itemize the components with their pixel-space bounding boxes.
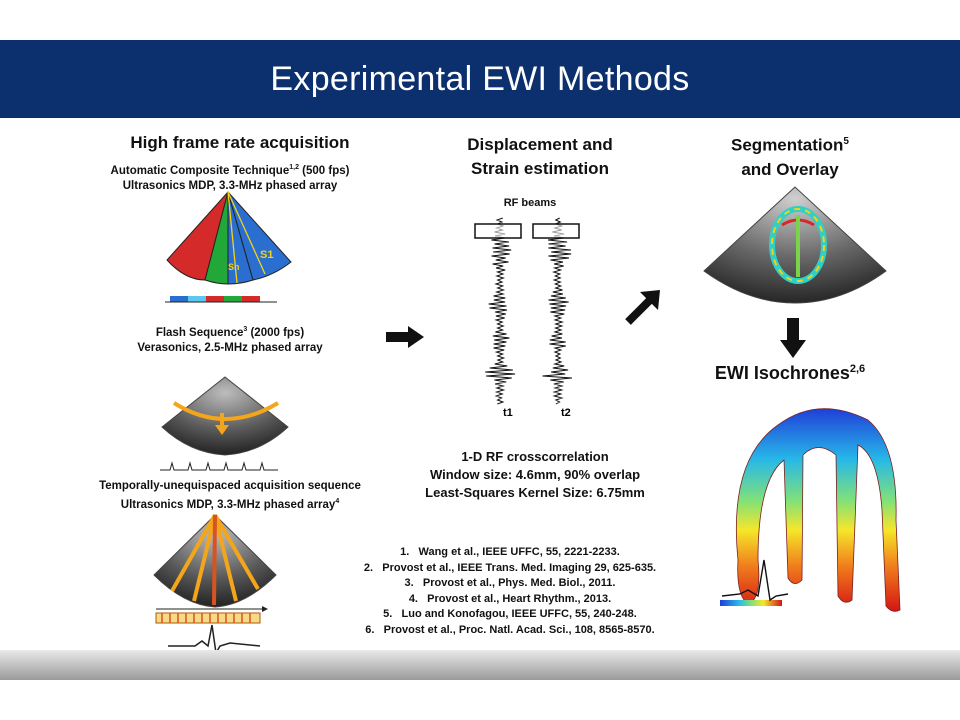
flash-fps: (2000 fps) bbox=[247, 326, 305, 339]
isochrone-ecg-trace bbox=[721, 559, 789, 602]
left-heading: High frame rate acquisition bbox=[130, 133, 350, 152]
t2-label: t2 bbox=[561, 407, 571, 419]
ref-num: 1. bbox=[400, 546, 410, 558]
timing-red bbox=[206, 296, 224, 302]
ref-text: Provost et al., Phys. Med. Biol., 2011. bbox=[422, 577, 616, 589]
flash-wavefront bbox=[172, 401, 280, 421]
flash-name: Flash Sequence bbox=[155, 326, 244, 339]
timing-red-2 bbox=[242, 296, 260, 302]
isochrones-ref: 2,6 bbox=[849, 363, 866, 375]
rf-trace-2 bbox=[542, 217, 572, 405]
isochrones-text: EWI Isochrones bbox=[714, 363, 850, 383]
rf-window-1 bbox=[474, 223, 522, 239]
ref-num: 5. bbox=[383, 608, 393, 620]
ref-num: 3. bbox=[404, 577, 414, 589]
sector-label-s1: S1 bbox=[260, 249, 273, 261]
ref-num: 6. bbox=[365, 623, 375, 636]
act-ref: 1,2 bbox=[289, 164, 299, 171]
ref-num: 2. bbox=[363, 561, 374, 574]
tues-ref: 4 bbox=[335, 498, 340, 505]
flash-arrow-head bbox=[215, 425, 229, 435]
tues-system: Ultrasonics MDP, 3.3-MHz phased array bbox=[120, 498, 336, 511]
rf-waveform bbox=[542, 217, 572, 405]
t1-label: t1 bbox=[503, 407, 513, 419]
footer-bar bbox=[0, 650, 960, 680]
tues-ecg-trace bbox=[168, 624, 261, 656]
crosscorrelation-caption: 1-D RF crosscorrelation Window size: 4.6… bbox=[395, 448, 675, 502]
slide-title: Experimental EWI Methods bbox=[270, 59, 690, 98]
cc-line-1: 1-D RF crosscorrelation bbox=[461, 449, 609, 464]
cc-line-2: Window size: 4.6mm, 90% overlap bbox=[429, 467, 641, 482]
tues-time-arrow bbox=[262, 606, 268, 612]
tues-center-beam bbox=[212, 514, 217, 606]
tues-line-1: Temporally-unequispaced acquisition sequ… bbox=[99, 480, 361, 492]
rf-waveform bbox=[485, 217, 516, 405]
rf-window-2 bbox=[532, 223, 580, 239]
ref-text: Wang et al., IEEE UFFC, 55, 2221-2233. bbox=[418, 546, 620, 558]
ref-text: Provost et al., IEEE Trans. Med. Imaging… bbox=[382, 561, 657, 574]
right-heading: Segmentation5 and Overlay bbox=[690, 130, 890, 182]
reference-2: 2. Provost et al., IEEE Trans. Med. Imag… bbox=[300, 561, 720, 577]
reference-1: 1. Wang et al., IEEE UFFC, 55, 2221-2233… bbox=[300, 545, 720, 561]
rf-beams-diagram: t1 t2 bbox=[474, 217, 580, 419]
act-line-2: Ultrasonics MDP, 3.3-MHz phased array bbox=[122, 179, 338, 192]
overlay-myocardium-inner bbox=[771, 208, 825, 282]
sector-label-sn: Sn bbox=[228, 262, 240, 272]
tues-line-2: Ultrasonics MDP, 3.3-MHz phased array4 bbox=[40, 494, 420, 513]
composite-sector-diagram: S1 Sn bbox=[165, 191, 292, 303]
isochrone-map bbox=[720, 408, 901, 612]
ref-text: Provost et al., Heart Rhythm., 2013. bbox=[427, 592, 612, 605]
act-caption: Automatic Composite Technique1,2 (500 fp… bbox=[50, 160, 410, 194]
sector-divider bbox=[227, 191, 238, 284]
top-margin bbox=[0, 0, 960, 40]
middle-heading: Displacement and Strain estimation bbox=[420, 133, 660, 181]
arrow-right-icon bbox=[386, 326, 424, 348]
title-banner: Experimental EWI Methods bbox=[0, 40, 960, 118]
ref-num: 4. bbox=[408, 592, 418, 605]
rf-trace-1 bbox=[485, 217, 516, 405]
act-fps: (500 fps) bbox=[298, 164, 350, 177]
sector-blue-2 bbox=[227, 191, 292, 281]
reference-3: 3. Provost et al., Phys. Med. Biol., 201… bbox=[300, 576, 720, 592]
reference-5: 5. Luo and Konofagou, IEEE UFFC, 55, 240… bbox=[300, 607, 720, 623]
tues-ultrasound-image bbox=[153, 513, 277, 656]
middle-heading-line-2: Strain estimation bbox=[471, 159, 609, 178]
flash-ref: 3 bbox=[243, 326, 248, 333]
reference-4: 4. Provost et al., Heart Rhythm., 2013. bbox=[300, 592, 720, 608]
flash-ultrasound-image bbox=[160, 376, 289, 471]
sector-divider-2 bbox=[227, 191, 266, 275]
flash-ecg-trace bbox=[160, 461, 278, 471]
rf-beams-label: RF beams bbox=[503, 197, 557, 209]
cc-line-3: Least-Squares Kernel Size: 6.75mm bbox=[425, 485, 645, 500]
act-line-1: Automatic Composite Technique1,2 (500 fp… bbox=[50, 160, 410, 179]
flash-line-2: Verasonics, 2.5-MHz phased array bbox=[137, 341, 323, 354]
ref-text: Provost et al., Proc. Natl. Acad. Sci., … bbox=[383, 623, 655, 636]
tues-timing-bar bbox=[155, 612, 261, 624]
tues-timing-ticks bbox=[161, 613, 251, 623]
tues-caption: Temporally-unequispaced acquisition sequ… bbox=[40, 479, 420, 513]
isochrone-shape bbox=[735, 408, 901, 612]
flash-line-1: Flash Sequence3 (2000 fps) bbox=[50, 322, 410, 341]
right-heading-line-1: Segmentation5 bbox=[690, 130, 890, 158]
timing-green bbox=[224, 296, 242, 302]
flash-sector bbox=[161, 376, 289, 456]
segmentation-text: Segmentation bbox=[731, 135, 844, 155]
timing-cyan bbox=[188, 296, 206, 302]
overlay-sector bbox=[703, 186, 887, 304]
reference-6: 6. Provost et al., Proc. Natl. Acad. Sci… bbox=[300, 623, 720, 639]
segmentation-overlay-image bbox=[703, 186, 887, 304]
arrow-down-icon bbox=[780, 318, 806, 358]
act-name: Automatic Composite Technique bbox=[110, 164, 290, 177]
references-list: 1. Wang et al., IEEE UFFC, 55, 2221-2233… bbox=[300, 545, 720, 638]
segmentation-ref: 5 bbox=[843, 136, 849, 147]
tues-beams bbox=[170, 513, 260, 602]
ref-text: Luo and Konofagou, IEEE UFFC, 55, 240-24… bbox=[401, 608, 637, 620]
right-heading-line-2: and Overlay bbox=[741, 159, 839, 179]
middle-heading-line-1: Displacement and bbox=[467, 135, 613, 154]
timing-blue bbox=[170, 296, 188, 302]
flash-caption: Flash Sequence3 (2000 fps) Verasonics, 2… bbox=[50, 322, 410, 356]
arrow-up-right-icon bbox=[625, 290, 660, 325]
isochrones-heading: EWI Isochrones2,6 bbox=[690, 363, 890, 384]
isochrone-colorbar bbox=[720, 600, 782, 606]
